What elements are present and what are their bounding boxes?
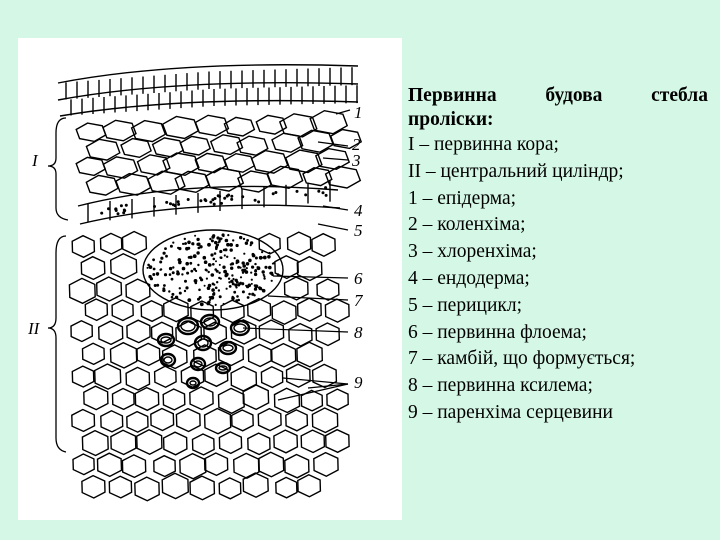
- tissue-label-7: 7: [354, 291, 364, 310]
- tissue-label-6: 6: [354, 269, 363, 288]
- legend-item: II – центральний циліндр;: [408, 160, 624, 182]
- bracket-II: [47, 235, 67, 453]
- region-label-I: I: [31, 151, 39, 170]
- epidermis-cells: [65, 67, 358, 116]
- phloem-dots: [100, 186, 328, 307]
- legend-item: 9 – паренхіма серцевини: [408, 401, 613, 423]
- legend-item: 7 – камбій, що формується;: [408, 348, 636, 370]
- tissue-label-8: 8: [354, 323, 363, 342]
- legend-item: 2 – коленхіма;: [408, 214, 526, 236]
- caption-panel: Первинна будова стебла проліски: I – пер…: [408, 84, 708, 427]
- bracket-I: [47, 117, 69, 221]
- legend-item: 1 – епідерма;: [408, 187, 517, 209]
- legend-item: 4 – ендодерма;: [408, 267, 530, 289]
- tissue-label-9: 9: [354, 373, 363, 392]
- cortex-cells: [75, 109, 363, 196]
- legend-item: 3 – хлоренхіма;: [408, 241, 537, 263]
- legend-list: I – первинна кора; II – центральний цилі…: [408, 132, 708, 427]
- tissue-label-2: 2: [352, 135, 361, 154]
- legend-item: 5 – перицикл;: [408, 294, 523, 316]
- tissue-label-3: 3: [351, 151, 361, 170]
- epidermis-outline: [57, 64, 359, 84]
- stem-drawing: I II 1 2 3 4 5 6 7 8 9: [27, 64, 364, 502]
- phloem-region: [142, 229, 284, 311]
- caption-title: Первинна будова стебла проліски:: [408, 85, 708, 130]
- legend-item: I – первинна кора;: [408, 134, 559, 155]
- legend-item: 6 – первинна флоема;: [408, 321, 587, 343]
- legend-item: 8 – первинна ксилема;: [408, 375, 593, 397]
- stem-cross-section-figure: I II 1 2 3 4 5 6 7 8 9: [18, 38, 402, 520]
- tissue-label-4: 4: [354, 201, 363, 220]
- region-label-II: II: [27, 319, 41, 338]
- tissue-label-5: 5: [354, 221, 363, 240]
- tissue-label-1: 1: [354, 103, 363, 122]
- endodermis-band: [77, 185, 339, 207]
